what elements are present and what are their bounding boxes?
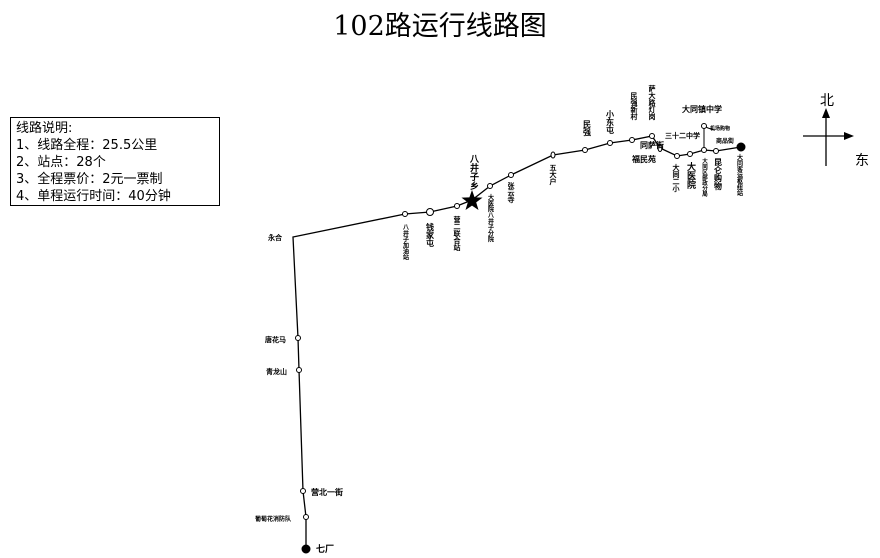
stop-marker-icon: [607, 140, 613, 146]
route-info-duration: 4、单程运行时间：40分钟: [16, 189, 171, 204]
stop-label: 商品街: [716, 137, 734, 145]
stop-label: 机场购物: [709, 125, 730, 132]
stop-label: 小东屯: [606, 109, 615, 135]
stop-marker-icon: [508, 172, 514, 178]
stop-label: 民强新村: [630, 92, 638, 121]
stop-label: 八井子加油站: [402, 224, 410, 261]
stop-marker-icon: [713, 148, 719, 154]
stop-label: 永合: [267, 233, 283, 242]
stop-label: 大同二小: [672, 163, 681, 193]
stop-marker-icon: [295, 335, 301, 341]
stop-marker-icon: [629, 137, 635, 143]
stop-marker-icon: [426, 208, 434, 216]
stop-marker-icon: [402, 211, 408, 217]
route-info-box: 线路说明: 1、线路全程：25.5公里 2、站点：28个 3、全程票价：2元一票…: [10, 117, 220, 206]
stop-label: 大同客运枢纽站: [736, 153, 744, 197]
stop-marker-icon: [657, 144, 663, 152]
stop-marker-icon: [487, 183, 493, 189]
stop-label: 昆仑购物: [713, 157, 723, 191]
route-info-fare: 3、全程票价：2元一票制: [16, 172, 163, 187]
compass-east-label: 东: [855, 153, 869, 169]
map-title: 102路运行线路图: [333, 11, 547, 42]
stop-label: 张云寺: [507, 181, 516, 204]
stop-terminal-icon: [736, 142, 746, 152]
stop-label: 同萨街: [640, 140, 664, 150]
stop-star-icon: [461, 190, 483, 210]
stop-label: 营二联合站: [453, 215, 462, 252]
route-line: [292, 135, 742, 549]
stop-marker-icon: [303, 514, 309, 520]
stop-label: 大医院: [685, 161, 696, 190]
stop-marker-icon: [296, 367, 302, 373]
stop-label: 七厂: [316, 543, 334, 555]
stop-marker-icon: [687, 151, 693, 157]
compass-north-arrow-icon: [822, 108, 830, 118]
stop-label: 唐花马: [265, 335, 286, 344]
route-info-stop-count: 2、站点：28个: [16, 155, 106, 170]
stop-label: 福民苑: [631, 154, 656, 164]
stop-label: 大医院八井子分院: [487, 193, 495, 243]
stop-marker-icon: [454, 203, 460, 209]
route-info-length: 1、线路全程：25.5公里: [16, 138, 158, 153]
stop-label: 萨大路灯岗: [648, 84, 657, 121]
stop-label: 三十二中学: [665, 131, 700, 140]
stop-label: 钱家屯: [425, 222, 435, 248]
stop-label: 八井子乡: [468, 154, 480, 191]
stop-terminal-icon: [301, 544, 311, 554]
stop-marker-icon: [550, 151, 556, 159]
stop-marker-icon: [674, 153, 680, 159]
stop-label: 大同镇中学: [682, 104, 722, 114]
stop-label: 青龙山: [266, 367, 287, 376]
compass: 北 东: [803, 93, 869, 169]
compass-east-arrow-icon: [844, 132, 854, 140]
compass-north-label: 北: [820, 93, 834, 109]
stop-label: 大同区邮政分局: [701, 157, 709, 198]
stop-marker-icon: [582, 147, 588, 153]
stop-label: 葡萄花消防队: [254, 515, 292, 523]
stop-marker-icon: [649, 133, 655, 139]
stop-label: 民强: [583, 120, 592, 137]
stop-label: 营北一街: [311, 487, 343, 497]
stop-marker-icon: [300, 488, 306, 494]
stop-label: 五大户: [549, 164, 557, 186]
stop-marker-icon: [701, 147, 707, 153]
route-info-heading: 线路说明:: [16, 121, 73, 136]
stop-marker-icon: [701, 123, 707, 129]
